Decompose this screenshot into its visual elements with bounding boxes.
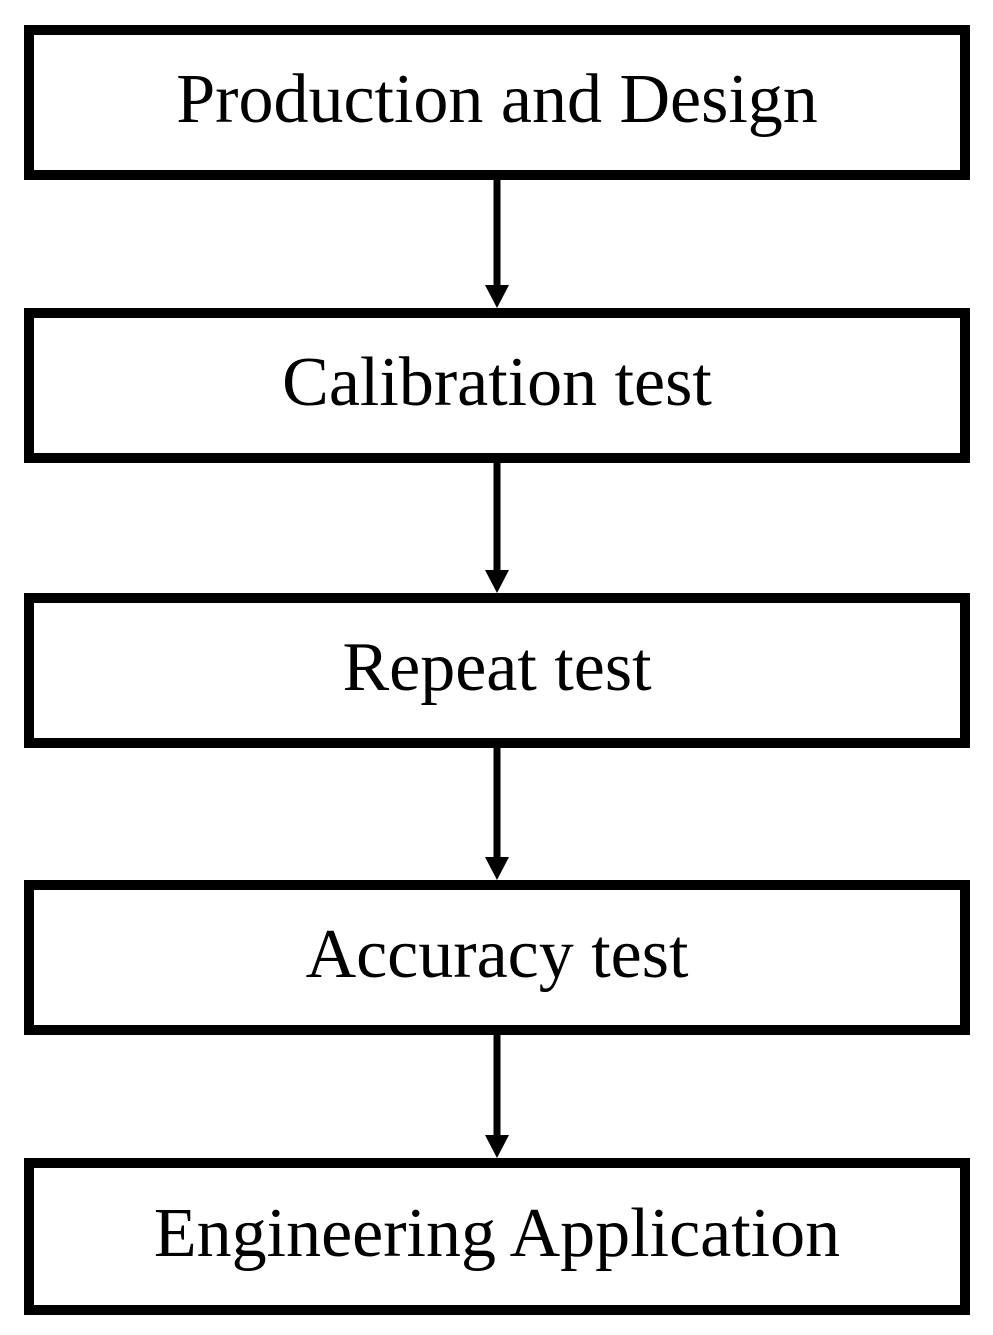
flow-step-label: Production and Design <box>176 60 818 138</box>
arrow-shaft <box>493 748 501 859</box>
arrow-down-icon <box>24 748 970 880</box>
arrow-head <box>485 285 509 308</box>
arrow-down-icon <box>24 463 970 593</box>
flow-step-label: Accuracy test <box>305 915 689 993</box>
flow-step-calibration-test: Calibration test <box>24 308 970 463</box>
arrow-shaft <box>493 463 501 572</box>
arrow-down-icon <box>24 180 970 308</box>
arrow-head <box>485 1135 509 1158</box>
flow-step-engineering-application: Engineering Application <box>24 1158 970 1315</box>
arrow-shaft <box>493 180 501 287</box>
flow-step-production-and-design: Production and Design <box>24 25 970 180</box>
flow-step-label: Repeat test <box>342 628 652 706</box>
arrow-head <box>485 570 509 593</box>
flow-step-repeat-test: Repeat test <box>24 593 970 748</box>
flow-step-accuracy-test: Accuracy test <box>24 880 970 1035</box>
arrow-head <box>485 857 509 880</box>
flow-step-label: Calibration test <box>282 343 712 421</box>
arrow-down-icon <box>24 1035 970 1158</box>
flowchart: Production and Design Calibration test R… <box>24 25 970 1315</box>
arrow-shaft <box>493 1035 501 1137</box>
flow-step-label: Engineering Application <box>153 1194 841 1272</box>
